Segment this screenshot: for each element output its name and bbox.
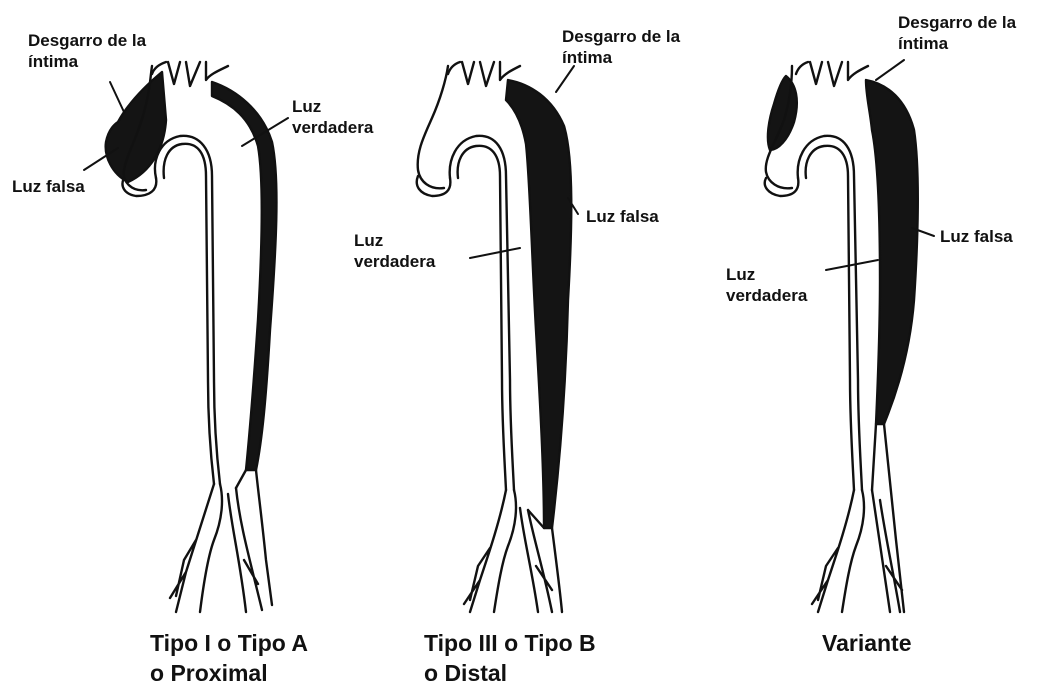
aorta-drawing-type-a	[106, 62, 277, 612]
iliac-bifurcation-type-b	[464, 490, 552, 612]
label-false-lumen-type-a: Luz falsa	[12, 176, 85, 197]
leader-true-lumen-variant	[826, 260, 878, 270]
leader-true-lumen-type-b	[470, 248, 520, 258]
leader-tear-variant	[876, 60, 904, 80]
label-true-lumen-type-a: Luz verdadera	[292, 96, 373, 138]
label-true-lumen-type-b: Luz verdadera	[354, 230, 435, 272]
label-false-lumen-variant: Luz falsa	[940, 226, 1013, 247]
aortic-wall-inner-curve-2-type-a	[164, 144, 214, 484]
false-lumen-descending-variant	[866, 80, 918, 424]
label-tear-type-a: Desgarro de la íntima	[28, 30, 146, 72]
label-tear-variant: Desgarro de la íntima	[898, 12, 1016, 54]
caption-variant: Variante	[822, 628, 912, 658]
supra-aortic-branches-variant	[796, 62, 868, 86]
aorta-drawing-variant	[765, 62, 918, 612]
aortic-wall-ascending-type-b	[417, 66, 451, 196]
label-false-lumen-type-b: Luz falsa	[586, 206, 659, 227]
label-true-lumen-variant: Luz verdadera	[726, 264, 807, 306]
false-lumen-descending-type-b	[506, 80, 571, 528]
aorta-drawing-type-b	[417, 62, 572, 612]
false-lumen-ascending-type-a	[106, 72, 166, 182]
iliac-bifurcation-type-a	[170, 484, 262, 612]
iliac-bifurcation-variant	[812, 490, 902, 612]
false-lumen-descending-type-a	[212, 82, 276, 470]
aortic-wall-inner-curve-2-type-b	[458, 146, 506, 490]
label-tear-type-b: Desgarro de la íntima	[562, 26, 680, 68]
leader-tear-type-a	[110, 82, 124, 112]
false-lumen-ascending-variant	[768, 76, 797, 150]
caption-type-b: Tipo III o Tipo B o Distal	[424, 628, 596, 685]
leader-tear-type-b	[556, 66, 574, 92]
caption-type-a: Tipo I o Tipo A o Proximal	[150, 628, 308, 685]
aortic-wall-inner-curve-2-variant	[806, 146, 854, 490]
